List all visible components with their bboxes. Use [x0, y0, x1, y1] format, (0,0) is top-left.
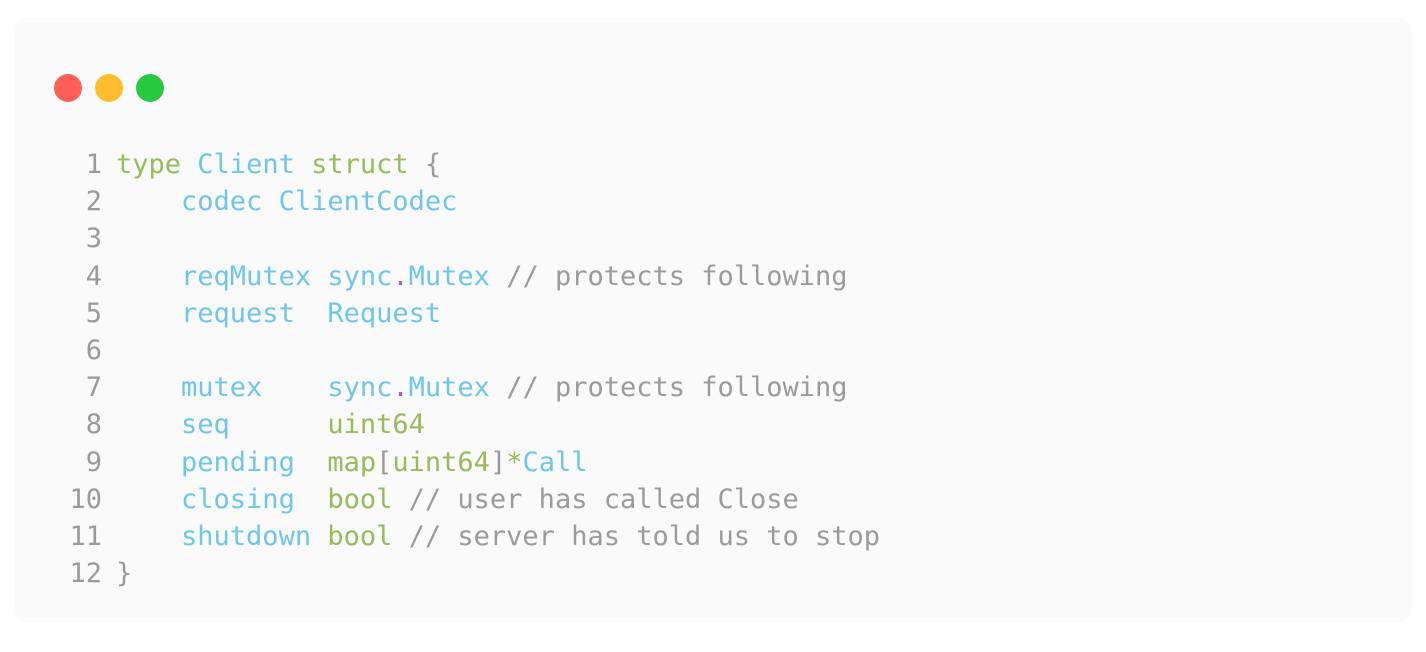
- line-content: seq uint64: [102, 406, 425, 443]
- line-content: shutdown bool // server has told us to s…: [102, 518, 880, 555]
- line-content: codec ClientCodec: [102, 183, 457, 220]
- token-plain: [490, 372, 506, 403]
- token-plain: [295, 484, 328, 515]
- token-punc: ]: [489, 446, 507, 478]
- line-content: reqMutex sync.Mutex // protects followin…: [102, 258, 848, 295]
- code-line: 8 seq uint64: [14, 406, 1412, 443]
- line-content: pending map[uint64]*Call: [102, 444, 588, 481]
- token-ident: Call: [522, 446, 588, 478]
- token-ident: request: [181, 297, 295, 329]
- token-op: *: [506, 446, 523, 478]
- token-ident: Mutex: [408, 372, 490, 404]
- token-plain: [490, 261, 506, 292]
- token-ident: Client: [197, 149, 295, 180]
- token-plain: [116, 261, 181, 292]
- token-plain: [311, 521, 327, 552]
- line-content: closing bool // user has called Close: [102, 481, 799, 518]
- code-line: 11 shutdown bool // server has told us t…: [14, 518, 1412, 555]
- token-plain: [116, 372, 181, 403]
- token-ident: sync: [327, 372, 393, 404]
- token-plain: [392, 484, 408, 515]
- token-ident: mutex: [181, 372, 263, 404]
- line-number: 5: [85, 297, 102, 329]
- line-number: 12: [69, 558, 102, 590]
- token-ident: Request: [327, 297, 442, 329]
- token-plain: [116, 186, 181, 217]
- code-line: 5 request Request: [14, 295, 1412, 332]
- token-plain: [116, 484, 181, 515]
- code-line: 10 closing bool // user has called Close: [14, 481, 1412, 518]
- maximize-window-button[interactable]: [136, 74, 164, 102]
- token-plain: [181, 149, 197, 180]
- token-dot: .: [392, 372, 409, 404]
- token-ident: ClientCodec: [278, 186, 458, 218]
- token-plain: [230, 409, 328, 440]
- token-ident: reqMutex: [181, 260, 312, 292]
- line-number: 10: [69, 483, 102, 515]
- code-line: 6: [14, 332, 1412, 369]
- window-controls: [54, 74, 164, 102]
- close-window-button[interactable]: [54, 74, 82, 102]
- token-type: bool: [327, 483, 393, 515]
- line-content: mutex sync.Mutex // protects following: [102, 369, 848, 406]
- token-punc: {: [424, 149, 442, 180]
- token-plain: [262, 186, 278, 217]
- token-plain: [409, 149, 425, 180]
- token-plain: [116, 409, 181, 440]
- line-number: 4: [85, 260, 102, 292]
- code-line: 9 pending map[uint64]*Call: [14, 444, 1412, 481]
- token-type: uint64: [392, 446, 490, 478]
- token-type: bool: [327, 520, 393, 552]
- token-plain: [311, 261, 327, 292]
- line-content: type Client struct {: [102, 146, 441, 183]
- line-number: 9: [85, 446, 102, 478]
- code-line: 3: [14, 220, 1412, 257]
- line-content: }: [102, 555, 132, 592]
- line-content: request Request: [102, 295, 441, 332]
- token-punc: [: [376, 446, 393, 478]
- token-ident: sync: [327, 260, 393, 292]
- line-number: 3: [85, 223, 102, 255]
- token-ident: codec: [181, 186, 263, 218]
- token-type: map: [327, 446, 377, 478]
- token-plain: [295, 298, 328, 329]
- token-comment: // protects following: [506, 372, 848, 404]
- code-line: 12}: [14, 555, 1412, 592]
- token-type: uint64: [327, 409, 425, 441]
- token-ident: seq: [181, 409, 230, 441]
- line-number: 6: [85, 334, 102, 366]
- token-punc: }: [116, 558, 133, 590]
- line-number: 7: [85, 372, 102, 404]
- token-ident: shutdown: [181, 520, 312, 552]
- line-number: 1: [85, 149, 102, 180]
- token-plain: [295, 149, 311, 180]
- token-ident: closing: [181, 483, 295, 515]
- token-comment: // server has told us to stop: [408, 520, 881, 552]
- token-dot: .: [392, 260, 409, 292]
- line-number: 11: [69, 520, 102, 552]
- code-line: 4 reqMutex sync.Mutex // protects follow…: [14, 258, 1412, 295]
- token-comment: // user has called Close: [408, 483, 799, 515]
- code-line: 7 mutex sync.Mutex // protects following: [14, 369, 1412, 406]
- code-line: 2 codec ClientCodec: [14, 183, 1412, 220]
- token-plain: [116, 447, 181, 478]
- token-plain: [262, 372, 327, 403]
- token-kw: struct: [311, 149, 409, 180]
- token-plain: [392, 521, 408, 552]
- token-plain: [295, 447, 328, 478]
- token-kw: type: [116, 149, 182, 180]
- token-plain: [116, 521, 181, 552]
- token-comment: // protects following: [506, 260, 848, 292]
- token-ident: pending: [181, 446, 295, 478]
- minimize-window-button[interactable]: [95, 74, 123, 102]
- token-ident: Mutex: [408, 260, 490, 292]
- line-number: 8: [85, 409, 102, 441]
- token-plain: [116, 298, 181, 329]
- line-number: 2: [85, 186, 102, 218]
